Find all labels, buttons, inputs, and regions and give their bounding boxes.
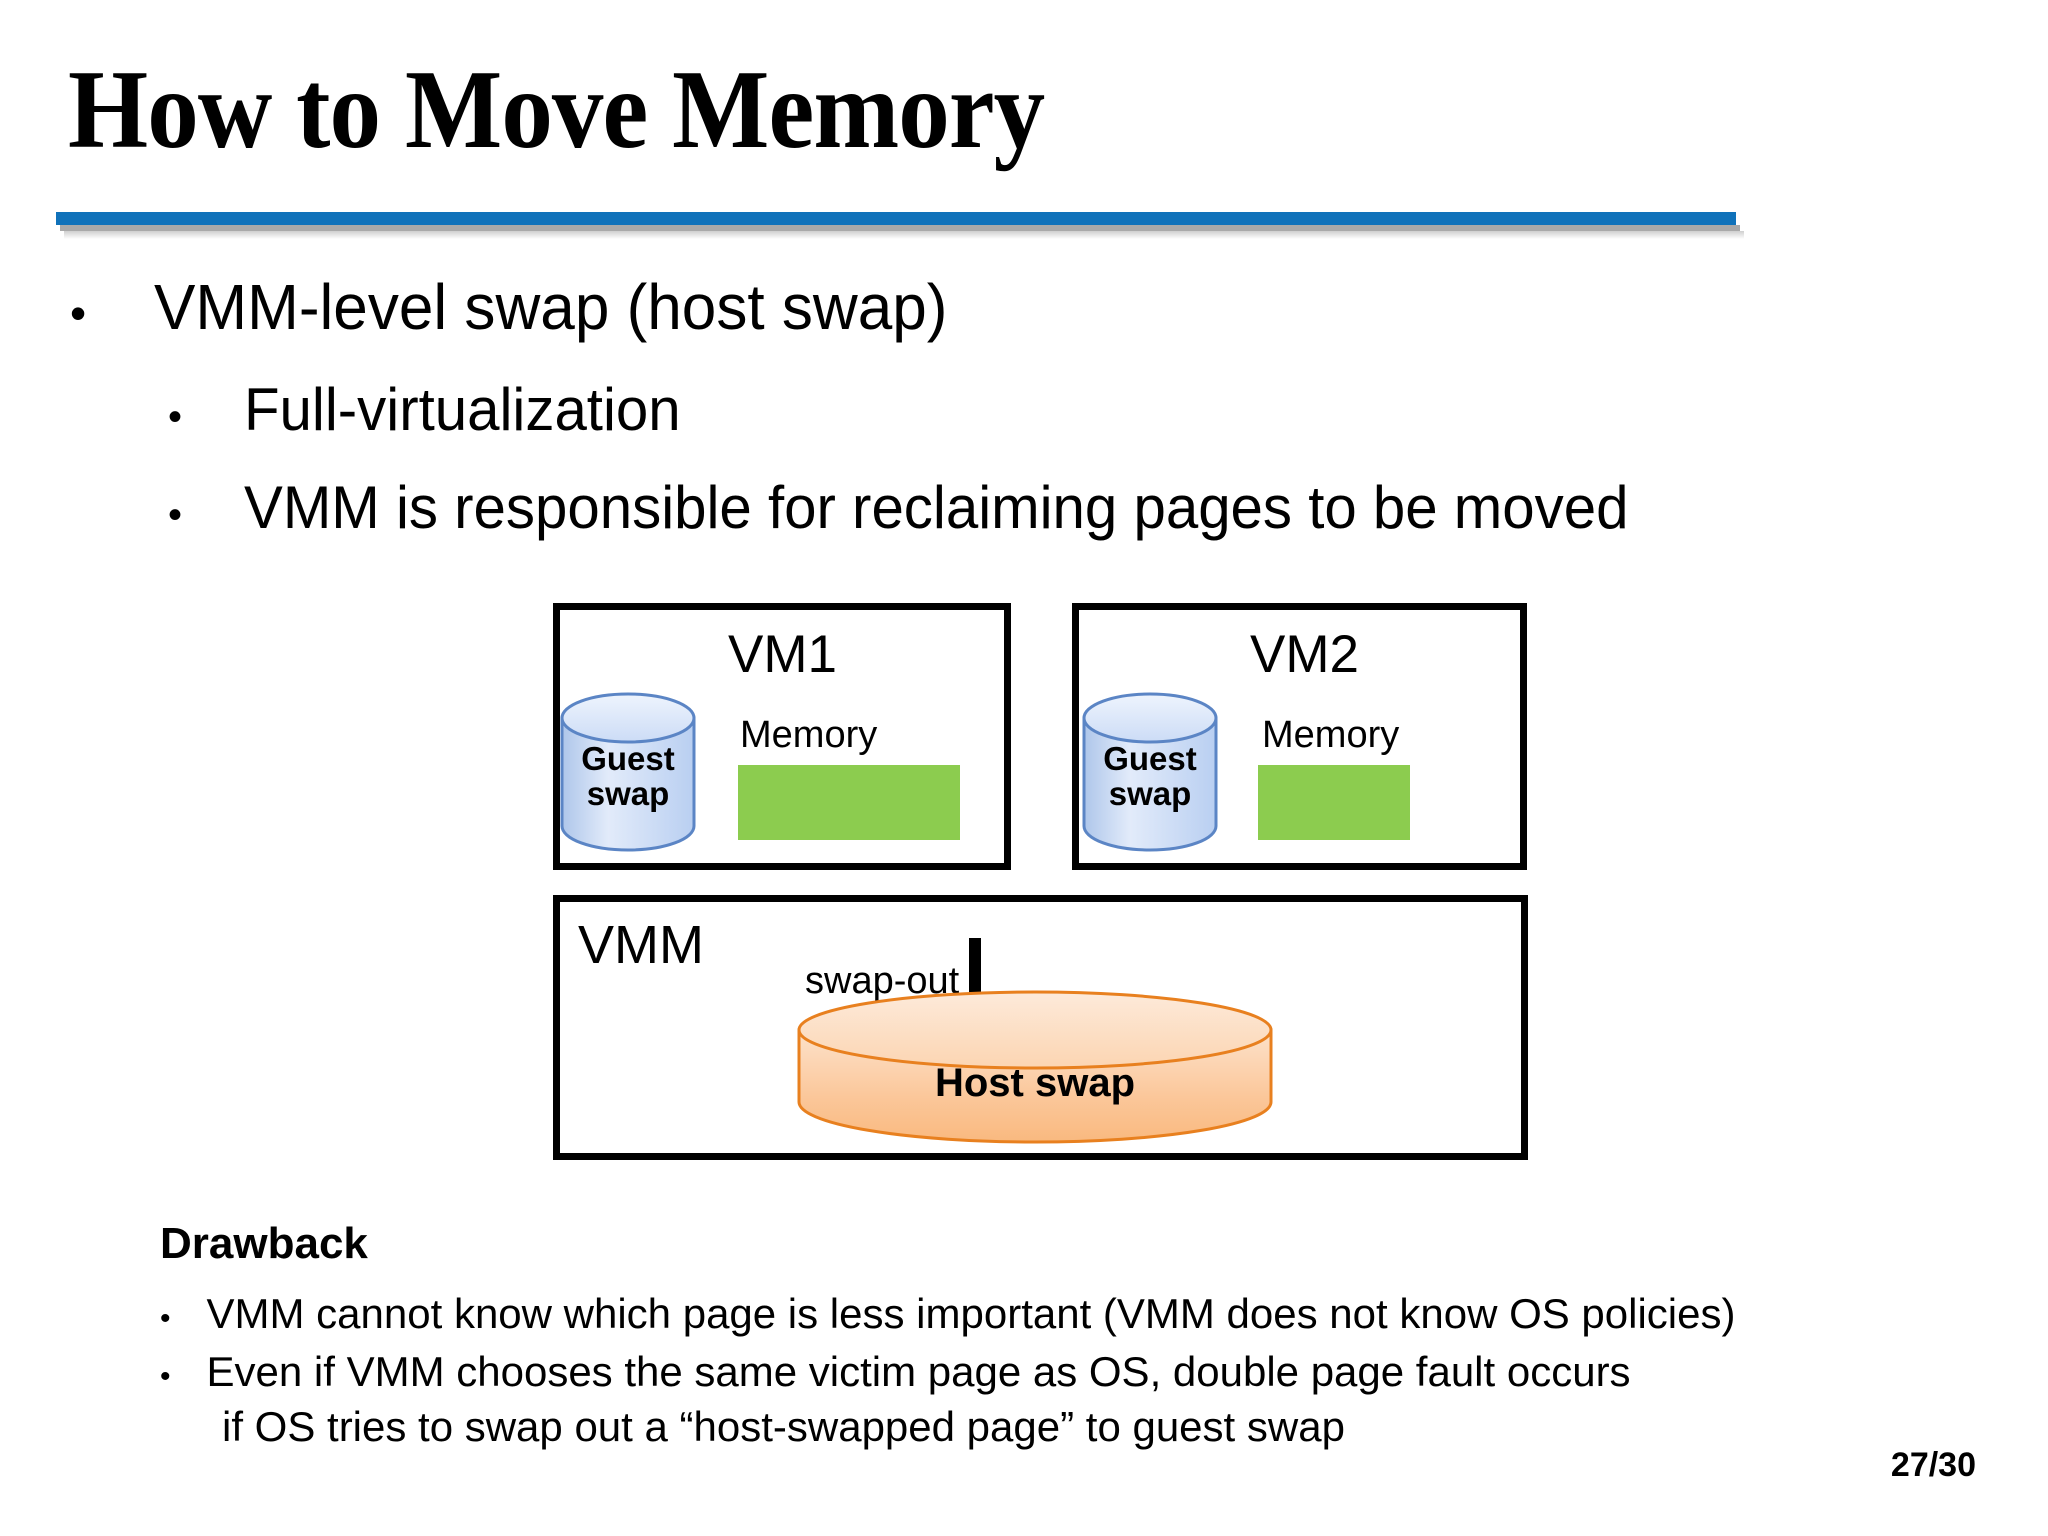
vm1-guest-swap-cylinder: Guest swap <box>558 690 698 855</box>
vmm-title: VMM <box>578 915 704 975</box>
bullet-item-vmm-level-swap: • VMM-level swap (host swap) <box>70 275 972 339</box>
page-number: 27/30 <box>1890 1446 1976 1484</box>
title-divider-shadow <box>60 225 1740 231</box>
drawback-heading: Drawback <box>160 1219 368 1268</box>
bullet-marker-icon: • <box>160 1302 171 1335</box>
vm1-memory-bar <box>738 765 960 840</box>
bullet-marker-icon: • <box>168 395 183 439</box>
bullet-label: VMM-level swap (host swap) <box>154 271 948 343</box>
drawback-item-label: Even if VMM chooses the same victim page… <box>206 1348 1631 1395</box>
vm1-title: VM1 <box>728 625 837 684</box>
drawback-item-2-continuation: if OS tries to swap out a “host-swapped … <box>222 1403 1345 1450</box>
bullet-item-vmm-responsible: • VMM is responsible for reclaiming page… <box>168 478 1671 538</box>
vm2-memory-bar <box>1258 765 1410 840</box>
drawback-item-label: VMM cannot know which page is less impor… <box>206 1290 1736 1337</box>
vm2-memory-label: Memory <box>1262 714 1400 756</box>
bullet-item-full-virtualization: • Full-virtualization <box>168 380 694 440</box>
drawback-continuation-label: if OS tries to swap out a “host-swapped … <box>222 1403 1345 1450</box>
host-swap-label: Host swap <box>934 1061 1136 1105</box>
vm2-guest-swap-cylinder: Guest swap <box>1080 690 1220 855</box>
guest-swap-line1: Guest <box>581 740 675 777</box>
title-divider-glow <box>64 231 1744 239</box>
drawback-item-1: • VMM cannot know which page is less imp… <box>160 1290 1735 1337</box>
vm1-memory-label: Memory <box>740 714 878 756</box>
host-swap-cylinder: Host swap <box>795 990 1275 1145</box>
bullet-label: Full-virtualization <box>244 376 681 443</box>
bullet-marker-icon: • <box>70 287 87 339</box>
bullet-label: VMM is responsible for reclaiming pages … <box>244 474 1629 541</box>
vm2-guest-swap-label: Guest swap <box>1080 740 1220 812</box>
guest-swap-line2: swap <box>586 774 670 812</box>
title-divider <box>56 212 1744 239</box>
title-divider-bar <box>56 212 1736 225</box>
bullet-marker-icon: • <box>168 493 183 537</box>
bullet-marker-icon: • <box>160 1360 171 1393</box>
guest-swap-line1: Guest <box>1103 740 1197 777</box>
drawback-item-2: • Even if VMM chooses the same victim pa… <box>160 1348 1631 1395</box>
vm2-title: VM2 <box>1250 625 1359 684</box>
guest-swap-line2: swap <box>1108 774 1192 812</box>
swap-out-label: swap-out <box>805 960 960 1002</box>
page-title: How to Move Memory <box>68 48 1045 172</box>
vm1-guest-swap-label: Guest swap <box>558 740 698 812</box>
